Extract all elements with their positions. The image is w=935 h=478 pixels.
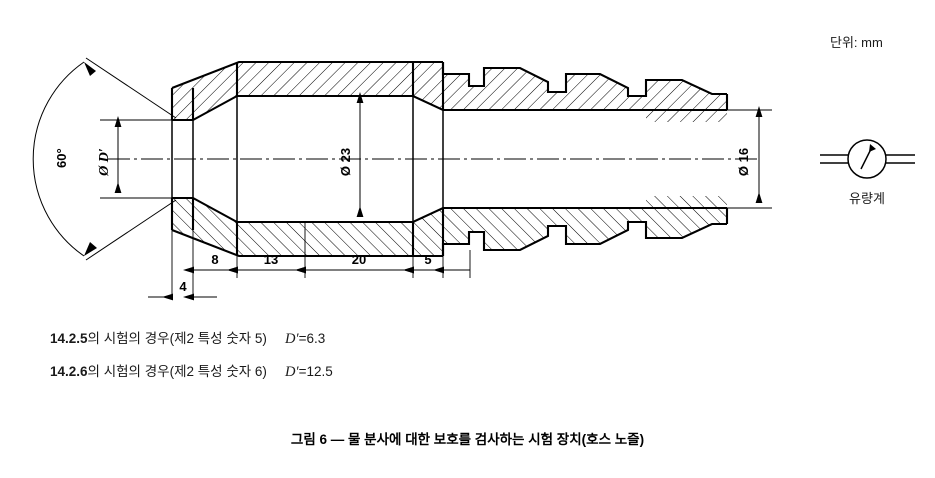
- note-2-ref: 14.2.6: [50, 364, 88, 379]
- figure-caption: 그림 6 — 물 분사에 대한 보호를 검사하는 시험 장치(호스 노즐): [290, 432, 645, 447]
- flow-meter-symbol: [820, 139, 915, 179]
- dim-diameter-16: Ø 16: [727, 106, 772, 209]
- note-line-1: 14.2.5의 시험의 경우(제2 특성 숫자 5) D′=6.3: [50, 332, 325, 347]
- dim-diameter-23: Ø 23: [338, 92, 364, 217]
- dim-13-label: 13: [264, 252, 278, 267]
- flow-meter-label: 유량계: [849, 191, 885, 206]
- dim-4-label: 4: [179, 279, 187, 294]
- dimension-chain: 8 13 20 5 4: [148, 198, 471, 301]
- dim-8-label: 8: [211, 252, 218, 267]
- angle-60-label: 60°: [54, 148, 69, 168]
- note-2-symbol: D′: [284, 364, 299, 380]
- upper-wall-section: [172, 62, 727, 122]
- lower-wall-section: [172, 196, 727, 256]
- note-2-equals: =: [298, 364, 307, 379]
- dim-dprime-label: Ø D′: [97, 148, 112, 177]
- note-1-value: 6.3: [306, 331, 326, 346]
- dim-5-label: 5: [424, 252, 431, 267]
- note-2-value: 12.5: [306, 364, 333, 379]
- note-2-text: 의 시험의 경우(제2 특성 숫자 6): [87, 364, 267, 379]
- note-1-ref: 14.2.5: [50, 331, 88, 346]
- note-1-equals: =: [298, 331, 307, 346]
- cone-angle-annotation: 60°: [32, 57, 177, 261]
- note-line-2: 14.2.6의 시험의 경우(제2 특성 숫자 6) D′=12.5: [50, 365, 333, 380]
- note-1-symbol: D′: [284, 331, 299, 347]
- dim-diameter-dprime: Ø D′: [97, 116, 190, 199]
- dim-20-label: 20: [352, 252, 366, 267]
- note-1-text: 의 시험의 경우(제2 특성 숫자 5): [87, 331, 267, 346]
- dim-16-label: Ø 16: [736, 148, 751, 176]
- dim-23-label: Ø 23: [338, 148, 353, 176]
- unit-label: 단위: mm: [830, 35, 883, 50]
